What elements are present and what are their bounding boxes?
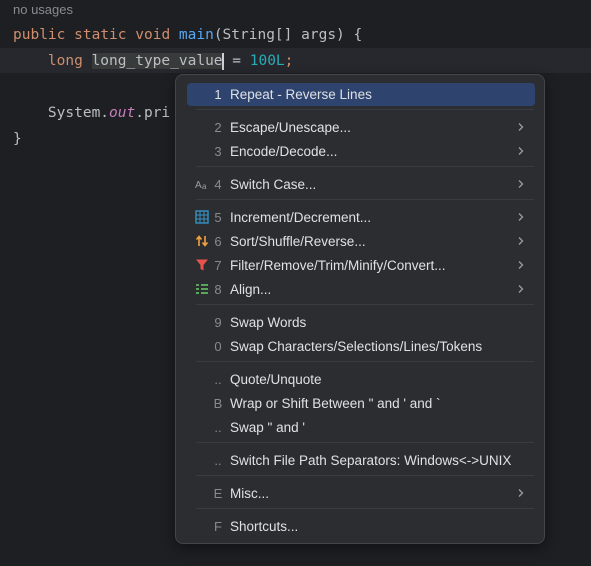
menu-item-align[interactable]: 8 Align... xyxy=(187,278,535,301)
chevron-right-icon xyxy=(518,237,524,245)
chevron-right-icon xyxy=(518,261,524,269)
chevron-right-icon xyxy=(518,213,524,221)
menu-item-switch-file-path-separators-windows-unix[interactable]: .. Switch File Path Separators: Windows<-… xyxy=(187,449,535,472)
assign-operator: = xyxy=(223,53,250,69)
print-call: .pri xyxy=(135,105,171,121)
align-icon xyxy=(195,282,209,296)
system-ref: System. xyxy=(47,105,110,121)
filter-funnel-icon xyxy=(195,258,209,272)
keyword-void: void xyxy=(135,27,171,43)
keyword-static: static xyxy=(74,27,127,43)
keyword-public: public xyxy=(13,27,66,43)
menu-item-label: Swap Words xyxy=(230,315,307,330)
menu-item-label: Quote/Unquote xyxy=(230,372,322,387)
menu-item-swap-characters-selections-lines-tokens[interactable]: 0 Swap Characters/Selections/Lines/Tokens xyxy=(187,335,535,358)
menu-item-mnemonic: 3 xyxy=(214,144,222,159)
menu-item-mnemonic: 4 xyxy=(214,177,222,192)
menu-item-label: Shortcuts... xyxy=(230,519,299,534)
menu-item-label: Switch Case... xyxy=(230,177,317,192)
menu-item-mnemonic: 9 xyxy=(214,315,222,330)
menu-item-encode-decode[interactable]: 3 Encode/Decode... xyxy=(187,140,535,163)
menu-item-mnemonic: F xyxy=(214,519,222,534)
menu-separator xyxy=(196,508,534,509)
menu-item-label: Swap " and ' xyxy=(230,420,305,435)
menu-item-label: Repeat - Reverse Lines xyxy=(230,87,372,102)
menu-item-shortcuts[interactable]: F Shortcuts... xyxy=(187,515,535,538)
menu-separator xyxy=(196,109,534,110)
chevron-right-icon xyxy=(518,180,524,188)
out-field: out xyxy=(109,105,136,121)
menu-item-label: Misc... xyxy=(230,486,269,501)
code-line-close-brace: } xyxy=(13,131,22,147)
string-manipulation-popup-menu[interactable]: 1 Repeat - Reverse Lines 2 Escape/Unescape.… xyxy=(175,74,545,544)
menu-item-mnemonic: B xyxy=(213,396,223,411)
menu-item-wrap-or-shift-between-and-and[interactable]: B Wrap or Shift Between " and ' and ` xyxy=(187,392,535,415)
menu-item-mnemonic: 1 xyxy=(214,87,222,102)
menu-item-sort-shuffle-reverse[interactable]: 6 Sort/Shuffle/Reverse... xyxy=(187,230,535,253)
semicolon: ; xyxy=(284,53,294,69)
menu-item-label: Increment/Decrement... xyxy=(230,210,372,225)
menu-item-label: Filter/Remove/Trim/Minify/Convert... xyxy=(230,258,446,273)
code-line-print[interactable]: System.out.pri xyxy=(13,103,170,123)
menu-item-label: Wrap or Shift Between " and ' and ` xyxy=(230,396,441,411)
method-params: (String[] args) { xyxy=(213,27,363,43)
chevron-right-icon xyxy=(518,489,524,497)
number-literal: 100L xyxy=(249,53,285,69)
menu-item-misc[interactable]: E Misc... xyxy=(187,482,535,505)
menu-item-filter-remove-trim-minify-convert[interactable]: 7 Filter/Remove/Trim/Minify/Convert... xyxy=(187,254,535,277)
menu-item-mnemonic: 6 xyxy=(214,234,222,249)
menu-item-mnemonic: 2 xyxy=(214,120,222,135)
menu-separator xyxy=(196,361,534,362)
menu-separator xyxy=(196,304,534,305)
menu-item-escape-unescape[interactable]: 2 Escape/Unescape... xyxy=(187,116,535,139)
menu-item-repeat-reverse-lines[interactable]: 1 Repeat - Reverse Lines xyxy=(187,83,535,106)
menu-item-increment-decrement[interactable]: 5 Increment/Decrement... xyxy=(187,206,535,229)
menu-item-swap-and[interactable]: .. Swap " and ' xyxy=(187,416,535,439)
menu-item-mnemonic: E xyxy=(213,486,223,501)
text-caret xyxy=(221,52,224,70)
menu-separator xyxy=(196,442,534,443)
sort-arrows-icon xyxy=(195,234,209,248)
menu-separator xyxy=(196,199,534,200)
variable-name: long_type_value xyxy=(91,53,223,69)
method-name: main xyxy=(178,27,214,43)
menu-separator xyxy=(196,475,534,476)
code-line-declaration[interactable]: long long_type_value = 100L; xyxy=(13,51,293,71)
menu-item-mnemonic: 5 xyxy=(214,210,222,225)
menu-item-label: Sort/Shuffle/Reverse... xyxy=(230,234,366,249)
menu-separator xyxy=(196,166,534,167)
chevron-right-icon xyxy=(518,285,524,293)
menu-item-swap-words[interactable]: 9 Swap Words xyxy=(187,311,535,334)
menu-item-quote-unquote[interactable]: .. Quote/Unquote xyxy=(187,368,535,391)
chevron-right-icon xyxy=(518,147,524,155)
menu-item-label: Align... xyxy=(230,282,272,297)
menu-item-mnemonic: .. xyxy=(214,372,222,387)
menu-item-label: Escape/Unescape... xyxy=(230,120,351,135)
menu-item-label: Switch File Path Separators: Windows<->U… xyxy=(230,453,512,468)
menu-item-mnemonic: 7 xyxy=(214,258,222,273)
chevron-right-icon xyxy=(518,123,524,131)
menu-item-label: Encode/Decode... xyxy=(230,144,338,159)
code-line-main[interactable]: public static void main(String[] args) { xyxy=(13,25,362,45)
menu-item-mnemonic: 8 xyxy=(214,282,222,297)
svg-text:A: A xyxy=(195,180,202,191)
svg-text:a: a xyxy=(202,182,207,191)
menu-item-mnemonic: .. xyxy=(214,453,222,468)
menu-item-mnemonic: .. xyxy=(214,420,222,435)
menu-item-mnemonic: 0 xyxy=(214,339,222,354)
menu-item-label: Swap Characters/Selections/Lines/Tokens xyxy=(230,339,483,354)
table-icon xyxy=(195,210,209,224)
keyword-long: long xyxy=(47,53,83,69)
usage-hint: no usages xyxy=(13,2,73,17)
